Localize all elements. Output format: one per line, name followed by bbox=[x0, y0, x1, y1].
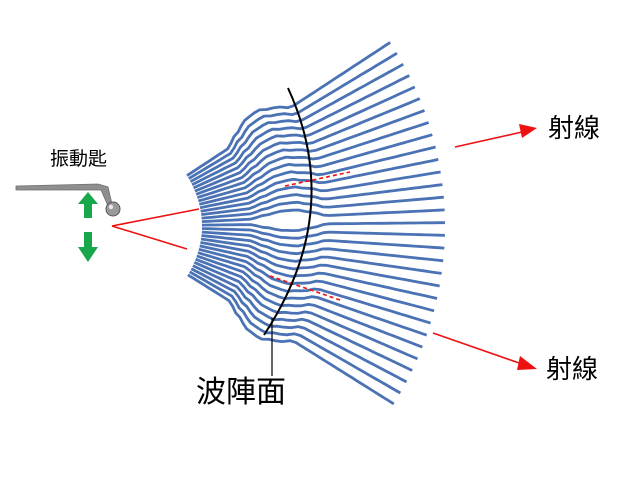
ray-top-out bbox=[454, 131, 523, 148]
wave-line bbox=[189, 62, 404, 183]
wave-line bbox=[199, 244, 438, 300]
ray-bottom-hidden bbox=[269, 275, 341, 301]
wave-line bbox=[201, 234, 444, 263]
wave-line bbox=[188, 51, 398, 180]
wave-line bbox=[201, 183, 443, 216]
wave-line bbox=[197, 251, 432, 325]
wave-line bbox=[195, 109, 425, 196]
wave-line bbox=[191, 74, 410, 186]
wave-line bbox=[193, 261, 419, 361]
wave-line bbox=[195, 257, 423, 349]
wave-line bbox=[200, 170, 441, 213]
wave-line bbox=[201, 230, 445, 250]
ray-bottom bbox=[111, 225, 188, 250]
wave-line bbox=[186, 41, 391, 177]
wave-line bbox=[200, 241, 440, 288]
ray-bottom-arrowhead bbox=[517, 356, 537, 370]
down-arrow-icon bbox=[78, 232, 98, 262]
wave-lines bbox=[186, 41, 445, 406]
ray-top bbox=[111, 208, 200, 227]
wave-line bbox=[201, 195, 444, 220]
wave-line bbox=[201, 227, 445, 240]
wave-line bbox=[190, 267, 408, 384]
vibrator-ball bbox=[105, 201, 121, 217]
vibrator-icon bbox=[15, 183, 121, 217]
wave-line bbox=[187, 273, 395, 406]
ray-top-label: 射線 bbox=[548, 114, 601, 144]
ray-lines bbox=[111, 124, 537, 370]
wave-line bbox=[201, 221, 445, 232]
wave-line bbox=[196, 254, 428, 337]
wave-line bbox=[199, 158, 439, 210]
wave-line bbox=[198, 145, 436, 206]
wave-line bbox=[198, 133, 433, 203]
wavefront-curve bbox=[263, 87, 313, 336]
wave-line bbox=[200, 237, 442, 275]
up-arrow-icon bbox=[78, 192, 98, 218]
wave-line bbox=[201, 208, 445, 223]
ray-top-arrowhead bbox=[519, 124, 537, 138]
wavefront-label: 波陣面 bbox=[196, 375, 286, 410]
wave-line bbox=[192, 264, 413, 372]
vibrator-arm bbox=[15, 183, 113, 207]
wave-line bbox=[192, 85, 416, 190]
wave-line bbox=[196, 121, 430, 199]
ray-bottom-out bbox=[432, 332, 523, 365]
vibrator-label: 振動匙 bbox=[50, 148, 108, 170]
wave-line bbox=[188, 270, 402, 395]
ray-bottom-label: 射線 bbox=[546, 355, 599, 385]
wave-line bbox=[198, 247, 435, 313]
